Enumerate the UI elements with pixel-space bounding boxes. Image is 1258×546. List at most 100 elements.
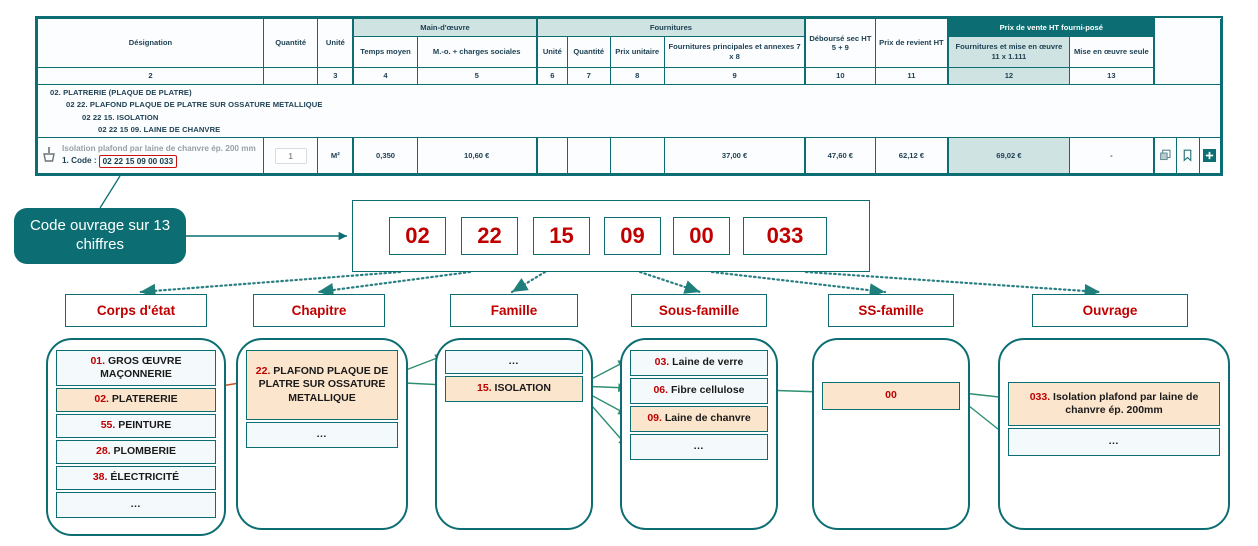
cell-mise-oeuvre-seule: -: [1068, 137, 1156, 174]
th-actions-spacer: [1153, 18, 1222, 85]
list-item[interactable]: 38. ÉLECTRICITÉ: [56, 466, 216, 490]
item-label: Isolation plafond par laine de chanvre é…: [1050, 390, 1199, 416]
th-quantite: Quantité: [262, 18, 319, 68]
bookmark-icon[interactable]: [1179, 149, 1196, 162]
panel-chapitre: 22. PLAFOND PLAQUE DE PLATRE SUR OSSATUR…: [236, 338, 408, 530]
table-row[interactable]: Isolation plafond par laine de chanvre é…: [37, 137, 1222, 174]
list-item-ellipsis[interactable]: …: [246, 422, 398, 448]
item-label: PLOMBERIE: [110, 445, 176, 458]
add-button[interactable]: [1198, 137, 1222, 174]
list-item[interactable]: 033. Isolation plafond par laine de chan…: [1008, 382, 1220, 426]
section-band-line-3: 02 22 15. ISOLATION: [82, 112, 159, 122]
num-debourse-sec: 10: [804, 67, 876, 85]
cell-designation: Isolation plafond par laine de chanvre é…: [37, 137, 264, 174]
num-quantite: [262, 67, 319, 85]
cell-prix-unitaire: [609, 137, 665, 174]
item-number: 01.: [90, 354, 106, 367]
header-chapitre: Chapitre: [253, 294, 385, 327]
th-group-prix-vente: Prix de vente HT fourni-posé: [947, 18, 1156, 37]
list-item[interactable]: 02. PLATERERIE: [56, 388, 216, 412]
item-number: 38.: [92, 471, 108, 484]
item-label: …: [1108, 435, 1120, 448]
panel-sous-famille: 03. Laine de verre 06. Fibre cellulose 0…: [620, 338, 778, 530]
duplicate-icon[interactable]: [1157, 149, 1174, 162]
num-unite: 3: [317, 67, 354, 85]
item-number: 02.: [94, 393, 109, 406]
cell-prix-revient: 62,12 €: [874, 137, 950, 174]
th-debourse-sec: Déboursé sec HT 5 + 9: [804, 18, 876, 68]
duplicate-button[interactable]: [1153, 137, 1178, 174]
list-item[interactable]: 15. ISOLATION: [445, 376, 583, 402]
cell-quantite[interactable]: 1: [262, 137, 319, 174]
item-number: 15.: [477, 382, 492, 395]
th-prix-revient: Prix de revient HT: [874, 18, 950, 68]
list-item[interactable]: 06. Fibre cellulose: [630, 378, 768, 404]
item-label: PLATERERIE: [108, 393, 178, 406]
quantity-input[interactable]: 1: [274, 147, 307, 164]
list-item-ellipsis[interactable]: …: [630, 434, 768, 460]
item-label: ISOLATION: [491, 382, 551, 395]
list-item-ellipsis[interactable]: …: [445, 350, 583, 374]
th-f-unite: Unité: [536, 35, 568, 69]
th-temps-moyen: Temps moyen: [352, 35, 418, 69]
section-band: 02. PLATRERIE (PLAQUE DE PLATRE) 02 22. …: [37, 84, 1221, 138]
list-item-ellipsis[interactable]: …: [56, 492, 216, 518]
designation-code-value[interactable]: 02 22 15 09 00 033: [98, 155, 178, 169]
list-item-ellipsis[interactable]: …: [1008, 428, 1220, 456]
section-band-line-4: 02 22 15 09. LAINE DE CHANVRE: [98, 124, 221, 134]
num-f-quantite: 7: [566, 67, 611, 85]
th-mise-oeuvre-seule: Mise en œuvre seule: [1068, 35, 1156, 69]
digit-sous-famille: 09: [604, 217, 661, 255]
item-label: …: [130, 498, 142, 511]
item-label: GROS ŒUVRE MAÇONNERIE: [100, 354, 182, 380]
callout-text: Code ouvrage sur 13 chiffres: [29, 217, 171, 253]
th-unite: Unité: [317, 18, 354, 68]
table-column-number-row: 2 3 4 5 6 7 8 9 10 11 12 13: [37, 67, 1221, 85]
list-item[interactable]: 28. PLOMBERIE: [56, 440, 216, 464]
num-fourn-principales: 9: [663, 67, 807, 85]
add-icon[interactable]: [1202, 149, 1218, 162]
th-prix-unitaire: Prix unitaire: [609, 35, 665, 69]
item-label: ÉLECTRICITÉ: [107, 471, 180, 484]
item-number: 28.: [96, 445, 111, 458]
item-label: Fibre cellulose: [668, 384, 745, 397]
header-corps-etat: Corps d'état: [65, 294, 207, 327]
section-band-line-1: 02. PLATRERIE (PLAQUE DE PLATRE): [50, 87, 192, 97]
table-header-row-2: Temps moyen M.-o. + charges sociales Uni…: [38, 35, 1221, 69]
digit-corps-etat: 02: [389, 217, 446, 255]
header-sous-famille: Sous-famille: [631, 294, 767, 327]
list-item[interactable]: 01. GROS ŒUVRE MAÇONNERIE: [56, 350, 216, 386]
item-label: PEINTURE: [115, 419, 172, 432]
cell-temps-moyen: 0,350: [352, 137, 418, 174]
num-mise-oeuvre-seule: 13: [1068, 67, 1156, 85]
table-header-row-1: Désignation Quantité Unité Main-d'œuvre …: [37, 18, 1222, 85]
list-item[interactable]: 22. PLAFOND PLAQUE DE PLATRE SUR OSSATUR…: [246, 350, 398, 420]
trowel-icon: [42, 146, 56, 164]
num-prix-unitaire: 8: [609, 67, 665, 85]
item-number: 06.: [653, 384, 669, 397]
cell-f-quantite: [566, 137, 611, 174]
item-label: …: [693, 440, 705, 453]
list-item[interactable]: 55. PEINTURE: [56, 414, 216, 438]
designation-text: Isolation plafond par laine de chanvre é…: [62, 143, 256, 153]
table-section-band-row: 02. PLATRERIE (PLAQUE DE PLATRE) 02 22. …: [37, 84, 1221, 138]
digit-chapitre: 22: [461, 217, 518, 255]
num-fourn-mise-oeuvre: 12: [947, 67, 1070, 85]
bookmark-button[interactable]: [1176, 137, 1200, 174]
list-item[interactable]: 09. Laine de chanvre: [630, 406, 768, 432]
item-label: …: [508, 355, 520, 368]
list-item[interactable]: 00: [822, 382, 960, 410]
callout-code-ouvrage: Code ouvrage sur 13 chiffres: [14, 208, 186, 264]
list-item[interactable]: 03. Laine de verre: [630, 350, 768, 376]
num-designation: 2: [37, 67, 264, 85]
item-label: Laine de verre: [669, 356, 744, 369]
item-number: 55.: [100, 419, 116, 432]
cell-fourn-mise-oeuvre: 69,02 €: [947, 137, 1070, 174]
code-digit-panel: 02 22 15 09 00 033: [352, 200, 870, 272]
item-number: 00: [885, 389, 897, 402]
num-mo-charges: 5: [416, 67, 538, 85]
cell-unite: M²: [317, 137, 354, 174]
cell-f-unite: [536, 137, 568, 174]
digit-ouvrage: 033: [743, 217, 827, 255]
